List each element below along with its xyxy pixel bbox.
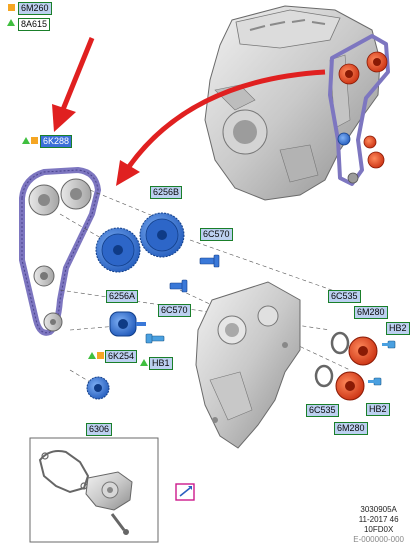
engine-gear — [337, 132, 351, 146]
label-bolt-top[interactable]: 6C570 — [200, 228, 233, 241]
belt-tensioner — [109, 311, 146, 337]
direction-arrow-curved — [125, 69, 326, 170]
label-actuator-top[interactable]: 6M280 — [354, 306, 388, 319]
label-seal-bottom[interactable]: 6C535 — [306, 404, 339, 417]
reference-block: 3030905A 11-2017 46 10FD0X E-000000-000 — [353, 505, 404, 545]
direction-arrow-straight — [59, 37, 95, 113]
label-timing-belt[interactable]: 6K288 — [40, 135, 73, 148]
label-hb1[interactable]: HB1 — [149, 357, 173, 370]
label-sprocket[interactable]: 6306 — [86, 423, 113, 436]
label-actuator-bottom[interactable]: 6M280 — [334, 422, 368, 435]
actuator-top — [348, 336, 378, 366]
reference-line-4: E-000000-000 — [353, 535, 404, 544]
label-seal-top[interactable]: 6C535 — [328, 290, 361, 303]
timing-cover — [195, 281, 301, 449]
camshaft-pulley-intake — [95, 227, 141, 273]
reference-line-2: 11-2017 46 — [358, 515, 399, 524]
label-hb2-top[interactable]: HB2 — [386, 322, 410, 335]
pulley-bolt-top — [199, 254, 220, 268]
engine-block — [204, 5, 390, 201]
bolt-hb1 — [145, 333, 165, 344]
tensioner-triangle-marker — [88, 352, 96, 359]
belt-square-marker — [31, 137, 38, 144]
tensioner-square-marker — [97, 352, 104, 359]
legend-triangle-marker — [7, 19, 15, 26]
actuator-bottom — [335, 371, 365, 401]
pulley-bolt-middle — [169, 279, 188, 293]
legend-label-1[interactable]: 6M260 — [18, 2, 52, 15]
label-bolt-middle[interactable]: 6C570 — [158, 304, 191, 317]
seal-top — [330, 331, 350, 355]
label-hb2-bottom[interactable]: HB2 — [366, 403, 390, 416]
belt-triangle-marker — [22, 137, 30, 144]
bolt-hb2-bottom — [368, 377, 382, 386]
label-tensioner[interactable]: 6K254 — [105, 350, 138, 363]
timing-belt — [19, 167, 101, 336]
camshaft-pulley-exhaust — [139, 212, 185, 258]
crankshaft-sprocket — [86, 376, 110, 400]
hb1-triangle-marker — [140, 359, 148, 366]
bolt-hb2-top — [382, 340, 396, 349]
legend-square-marker — [8, 4, 15, 11]
label-pulley-exhaust[interactable]: 6256B — [150, 186, 183, 199]
legend-label-2[interactable]: 8A615 — [18, 18, 51, 31]
reference-line-3: 10FD0X — [363, 525, 394, 534]
water-pump — [38, 450, 133, 535]
seal-bottom — [314, 364, 334, 388]
label-pulley-intake[interactable]: 6256A — [106, 290, 139, 303]
reference-line-1: 3030905A — [360, 505, 397, 514]
